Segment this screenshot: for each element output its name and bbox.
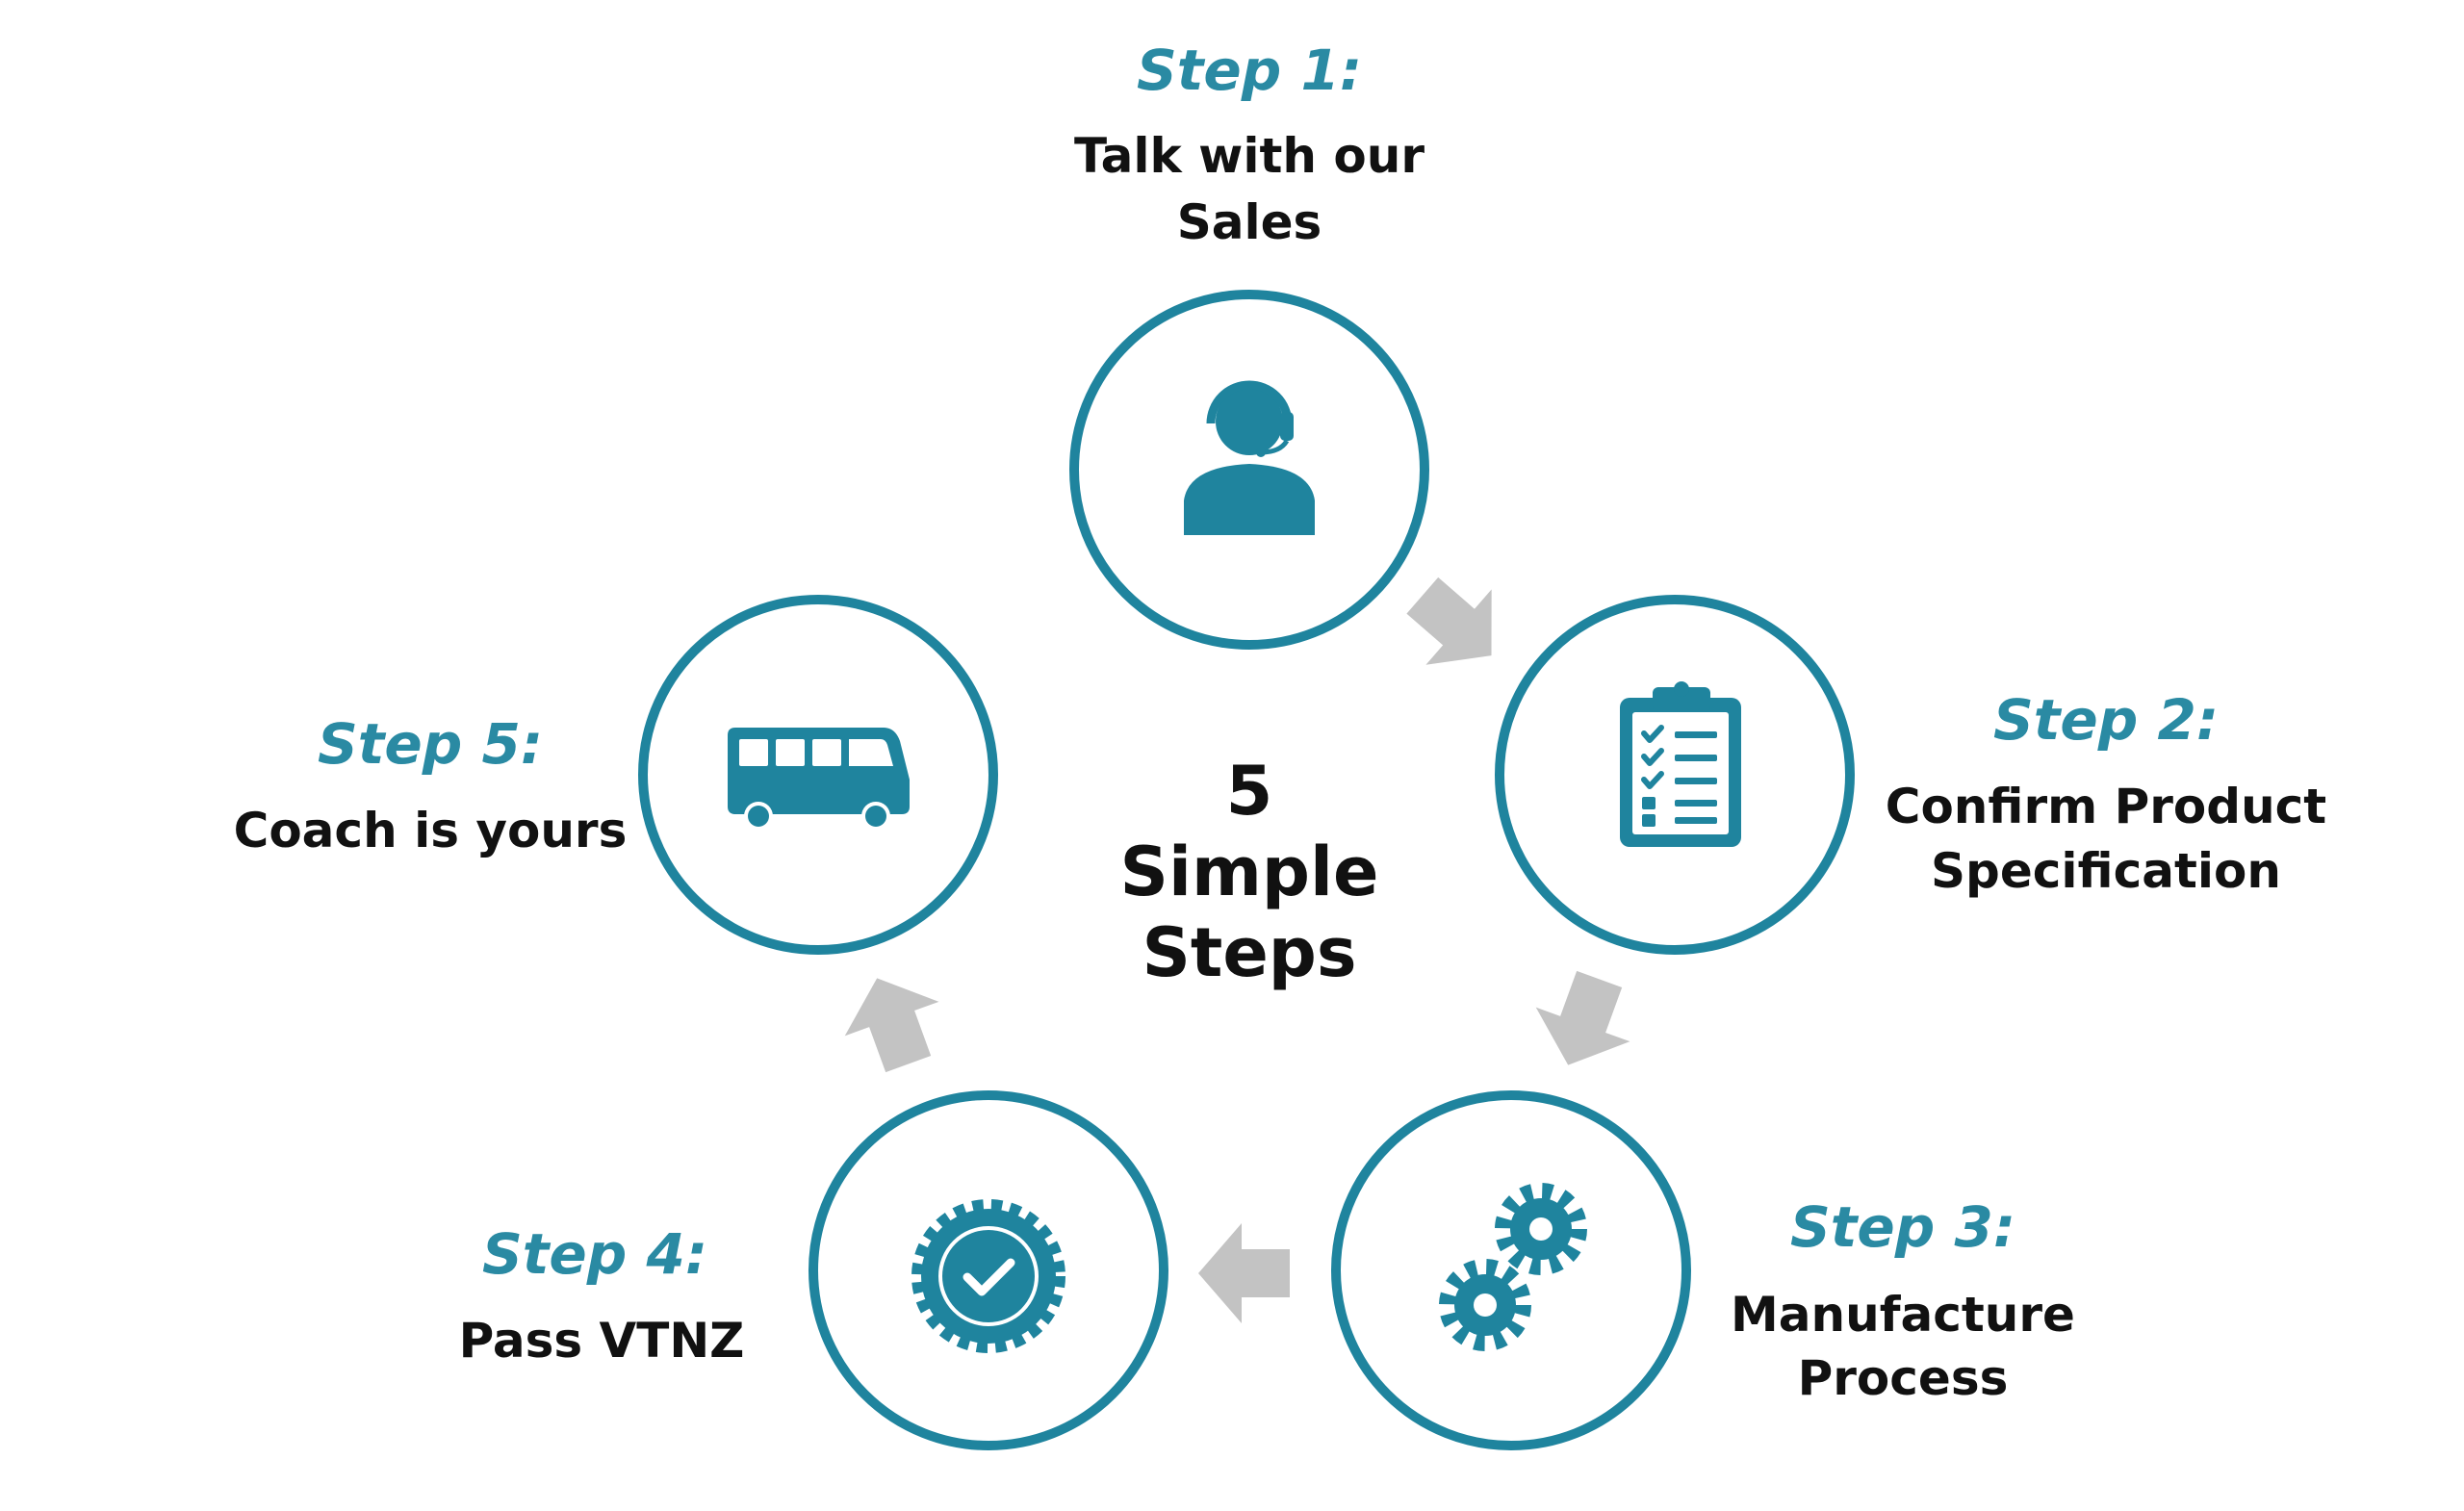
step2-label: Step 2: Confirm Product Specification: [1886, 687, 2326, 899]
step3-label: Step 3: Manufacture Process: [1731, 1194, 2075, 1406]
step1-title: Step 1:: [1137, 38, 1362, 103]
clipboard-checklist-icon: [1620, 681, 1741, 847]
center-label: 5 Simple Steps: [1120, 752, 1379, 992]
center-steps: Steps: [1142, 913, 1356, 992]
arrow-step3-to-step4: [1198, 1223, 1290, 1323]
step3-desc-line2: Process: [1798, 1350, 2009, 1406]
center-number: 5: [1226, 752, 1273, 831]
step5-desc-line1: Coach is yours: [234, 803, 628, 858]
step4-desc-line1: Pass VTNZ: [459, 1313, 745, 1369]
step3-title: Step 3:: [1790, 1194, 2015, 1260]
step1-desc-line2: Sales: [1177, 194, 1322, 250]
step4-label: Step 4: Pass VTNZ: [459, 1221, 745, 1369]
arrow-step1-to-step2: [1406, 576, 1492, 665]
step4-title: Step 4:: [482, 1221, 707, 1287]
step5-label: Step 5: Coach is yours: [234, 711, 628, 858]
arrow-step4-to-step5: [844, 978, 939, 1073]
step2-desc-line1: Confirm Product: [1886, 779, 2326, 834]
step2-title: Step 2:: [1993, 687, 2219, 753]
step1-desc-line1: Talk with our: [1074, 128, 1424, 184]
step1-label: Step 1: Talk with our Sales: [1074, 38, 1424, 250]
certified-badge-icon: [911, 1199, 1065, 1353]
customer-support-headset-icon: [1184, 380, 1315, 535]
step2-desc-line2: Specification: [1931, 843, 2281, 899]
step3-desc-line1: Manufacture: [1731, 1287, 2075, 1343]
arrow-step2-to-step3: [1535, 970, 1630, 1065]
step5-title: Step 5:: [318, 711, 543, 777]
gears-icon: [1439, 1183, 1587, 1351]
center-simple: Simple: [1120, 832, 1379, 911]
bus-icon: [728, 728, 910, 831]
